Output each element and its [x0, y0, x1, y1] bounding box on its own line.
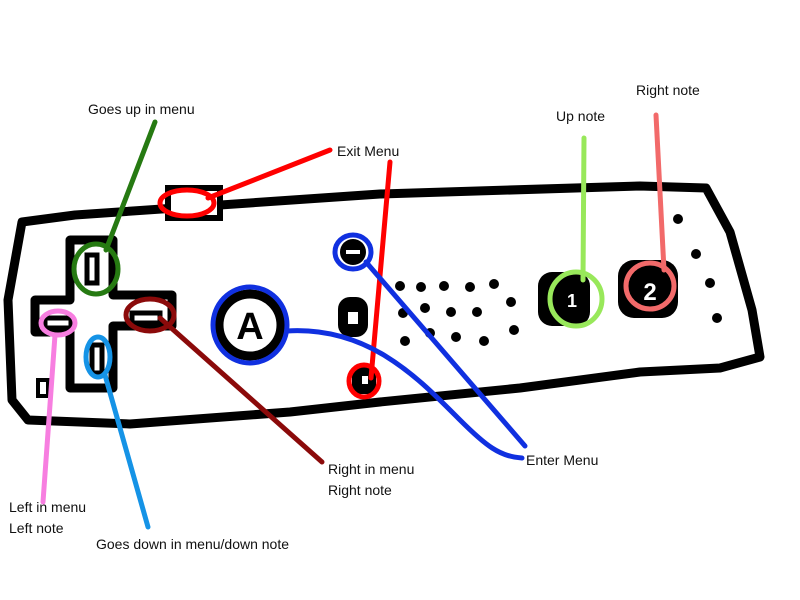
speaker-hole [420, 303, 430, 313]
speaker-hole [465, 282, 475, 292]
speaker-hole [479, 336, 489, 346]
exit-menu-leader [205, 147, 333, 201]
speaker-hole [400, 336, 410, 346]
label-up-note: Up note [556, 108, 606, 124]
player-led [691, 249, 701, 259]
right-note-leader [653, 112, 667, 273]
left-menu-marker [38, 308, 78, 338]
speaker-hole [509, 325, 519, 335]
speaker-hole [416, 282, 426, 292]
speaker-hole [506, 297, 516, 307]
up-note-marker [547, 269, 605, 329]
up-note-leader [580, 135, 587, 283]
up-menu-marker [71, 241, 121, 297]
home-button-mark [348, 312, 358, 324]
one-button-label: 1 [567, 291, 577, 311]
dpad-right-mark [129, 310, 163, 326]
a-button [214, 289, 286, 361]
label-goes-down-in-menu: Goes down in menu/down note [96, 536, 290, 552]
dpad-down-mark [89, 342, 105, 376]
player-led [673, 214, 683, 224]
speaker-grille [395, 279, 519, 346]
label-enter-menu: Enter Menu [526, 452, 599, 468]
left-menu-leader [40, 332, 58, 505]
minus-button-mark [346, 250, 360, 254]
dpad-left-mark [42, 315, 74, 331]
a-button-label: A [236, 306, 263, 348]
down-menu-leader [102, 372, 151, 530]
speaker-hole [451, 332, 461, 342]
remote-body-outline [3, 181, 765, 429]
up-menu-leader [103, 119, 158, 253]
right-note-marker [623, 260, 677, 312]
speaker-hole [395, 281, 405, 291]
player-leds [673, 214, 722, 323]
dpad-up-mark [84, 252, 100, 286]
dpad [30, 235, 177, 393]
plus-button-mark [362, 376, 368, 384]
exit-menu-marker-b [157, 187, 217, 219]
label-right-note-top: Right note [636, 82, 700, 98]
speaker-hole [489, 279, 499, 289]
right-menu-marker [123, 296, 177, 334]
enter-menu-marker-a [210, 284, 290, 366]
power-button [36, 378, 50, 398]
two-button-label: 2 [643, 279, 656, 306]
speaker-hole [472, 307, 482, 317]
exit-menu-marker-plus [346, 362, 382, 400]
player-led [705, 278, 715, 288]
label-right-in-menu: Right in menu Right note [328, 461, 415, 498]
speaker-hole [446, 307, 456, 317]
enter-menu-leader-minus [363, 259, 528, 449]
label-left-in-menu: Left in menu Left note [9, 499, 87, 536]
down-menu-marker [83, 334, 113, 380]
player-led [712, 313, 722, 323]
right-menu-leader [157, 315, 325, 465]
enter-menu-marker-minus [332, 232, 374, 272]
enter-menu-leader-a [284, 328, 525, 461]
exit-menu-leader-plus [368, 159, 393, 381]
label-exit-menu: Exit Menu [337, 143, 400, 159]
label-goes-up-in-menu: Goes up in menu [88, 101, 195, 117]
speaker-hole [439, 281, 449, 291]
